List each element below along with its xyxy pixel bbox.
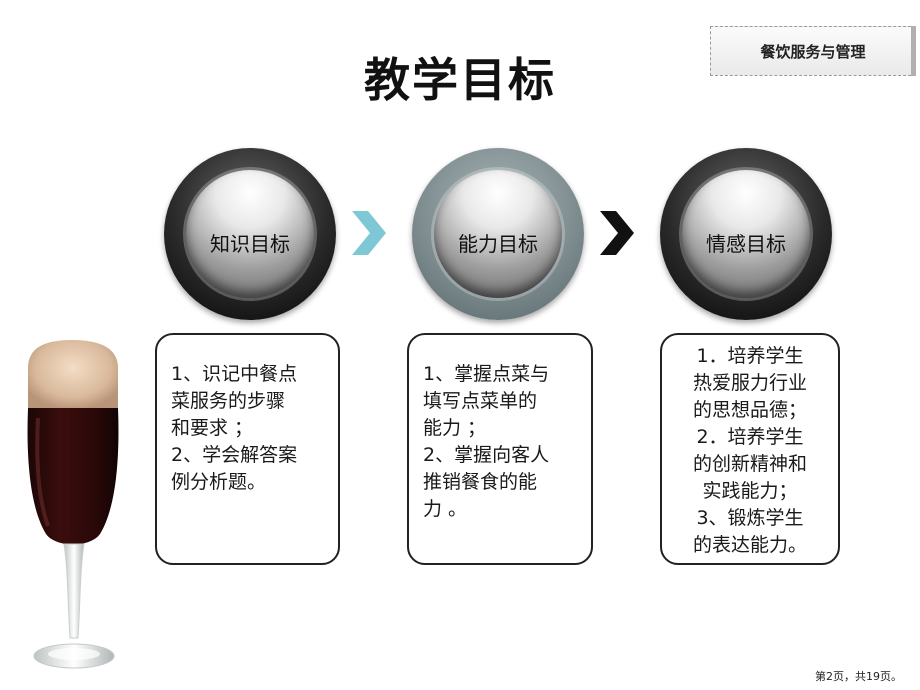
goal-text-line: 能力 ； [423,417,487,439]
goal-circle-emotion: 情感目标 [660,148,832,320]
goal-text-line: 2．培养学生 [696,426,804,448]
goal-text-line: 1．培养学生 [696,345,804,367]
goal-text-line: 2、掌握向客人 [423,444,550,466]
goal-text-line: 推销餐食的能 [423,471,538,493]
goal-circle-knowledge: 知识目标 [164,148,336,320]
course-tag-label: 餐饮服务与管理 [760,42,866,61]
goal-circle-knowledge-inner: 知识目标 [186,170,314,298]
goal-circle-ability: 能力目标 [412,148,584,320]
goal-text-line: 热爱服力行业 [692,372,807,394]
chevron-right-icon [600,211,634,255]
goal-circle-emotion-inner: 情感目标 [682,170,810,298]
beer-glass-image [27,340,119,669]
goal-text-line: 和要求 ； [171,417,254,439]
goal-text-line: 例分析题。 [171,471,267,493]
goal-text-line: 填写点菜单的 [423,390,538,412]
goal-box-ability: 1、掌握点菜与 填写点菜单的 能力 ； 2、掌握向客人 推销餐食的能 力 。 [407,333,593,565]
goal-text-line: 1、识记中餐点 [171,363,298,385]
goal-text-line: 2、学会解答案 [171,444,298,466]
course-tag: 餐饮服务与管理 [710,26,916,76]
goal-text-line: 实践能力； [702,480,798,502]
page-indicator: 第2页，共19页。 [815,670,902,683]
slide-title: 教学目标 [364,53,556,107]
goal-text-line: 力 。 [423,498,468,520]
goal-label-emotion: 情感目标 [706,231,786,256]
goal-circle-ability-inner: 能力目标 [434,170,562,298]
goal-text-line: 菜服务的步骤 [171,390,286,412]
goal-text-line: 的表达能力。 [692,534,807,556]
chevron-right-icon [352,211,386,255]
goal-text-line: 1、掌握点菜与 [423,363,550,385]
goal-text-line: 3、锻炼学生 [696,507,804,529]
goal-text-line: 的创新精神和 [692,453,807,475]
goal-box-knowledge: 1、识记中餐点 菜服务的步骤 和要求 ； 2、学会解答案 例分析题。 [155,333,340,565]
goal-text-line: 的思想品德； [692,399,807,421]
goal-box-emotion: 1．培养学生 热爱服力行业 的思想品德； 2．培养学生 的创新精神和 实践能力；… [660,333,840,565]
goal-label-knowledge: 知识目标 [210,231,290,256]
goal-label-ability: 能力目标 [458,231,538,256]
